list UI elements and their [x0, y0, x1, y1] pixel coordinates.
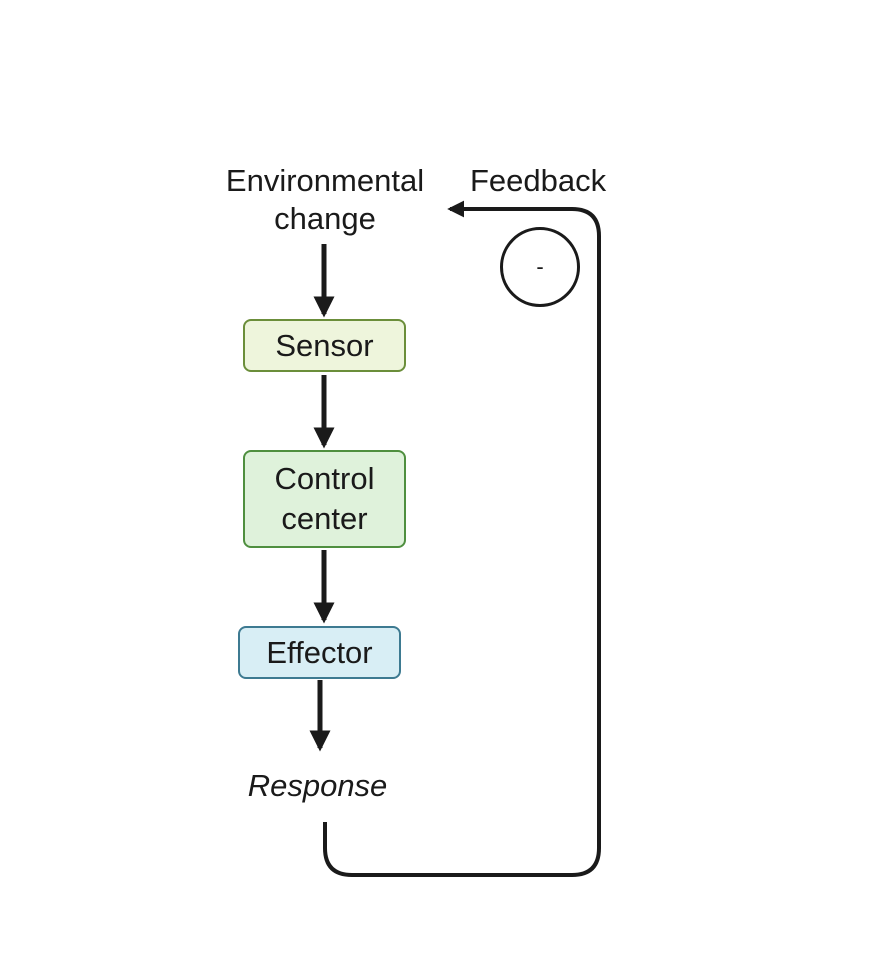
- control-center-box: Control center: [243, 450, 406, 548]
- control-center-line-2: center: [281, 501, 368, 536]
- environmental-change-line-1: Environmental: [225, 163, 425, 198]
- response-label: Response: [247, 768, 388, 803]
- negative-feedback-sign: -: [500, 227, 580, 307]
- effector-box: Effector: [238, 626, 401, 679]
- feedback-label: Feedback: [470, 163, 607, 198]
- environmental-change-label: Environmental change: [205, 162, 445, 238]
- control-center-line-1: Control: [274, 461, 375, 496]
- environmental-change-line-2: change: [274, 201, 376, 236]
- sensor-label: Sensor: [275, 327, 374, 363]
- effector-label: Effector: [266, 634, 373, 670]
- sensor-box: Sensor: [243, 319, 406, 372]
